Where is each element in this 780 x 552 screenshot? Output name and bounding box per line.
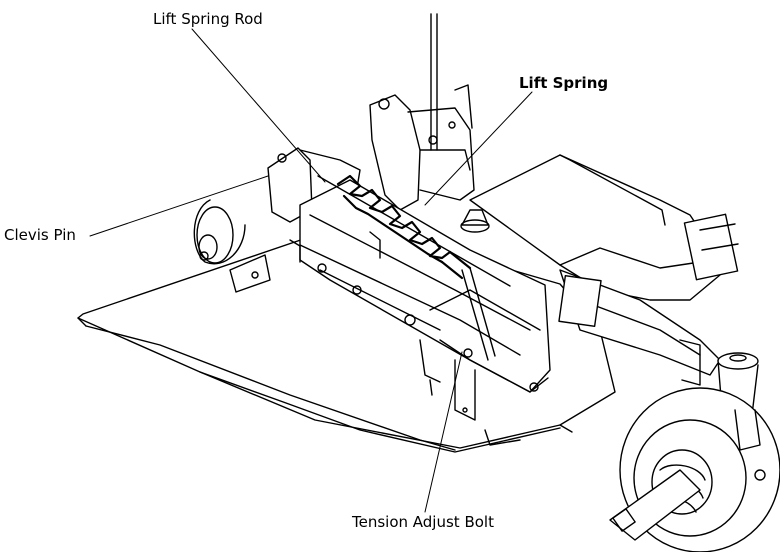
spring-bracket-tower xyxy=(369,84,475,211)
callout-tension-adjust-bolt: Tension Adjust Bolt xyxy=(352,513,494,531)
deck-details xyxy=(229,231,521,446)
lift-spring-rod xyxy=(317,175,511,361)
leader-clevis-pin xyxy=(89,175,269,237)
deck-knob xyxy=(460,209,490,233)
callout-clevis-pin: Clevis Pin xyxy=(4,226,76,244)
clevis-yoke xyxy=(193,147,361,265)
caster-wheel xyxy=(609,352,780,552)
leader-tension-adjust-bolt xyxy=(424,351,463,513)
callout-lift-spring: Lift Spring xyxy=(519,74,609,92)
leader-lift-spring xyxy=(424,91,533,206)
upper-lift-rod xyxy=(430,13,438,151)
caster-arm xyxy=(558,269,721,386)
spring-channel-arm xyxy=(299,179,551,421)
leader-lift-spring-rod xyxy=(191,28,326,183)
callout-leaders xyxy=(89,28,533,513)
callout-lift-spring-rod: Lift Spring Rod xyxy=(153,10,263,28)
